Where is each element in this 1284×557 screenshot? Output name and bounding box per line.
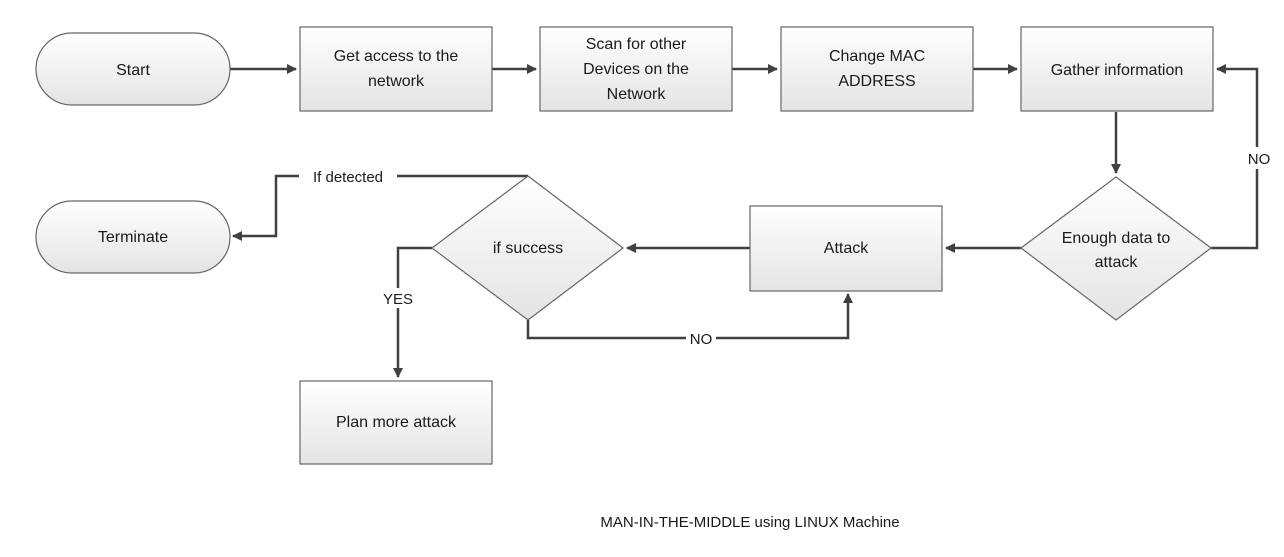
edge-labels: NO NO YES If detected — [299, 147, 1270, 348]
node-terminate-label: Terminate — [98, 229, 168, 246]
node-start: Start — [35, 32, 231, 106]
label-yes: YES — [383, 291, 413, 308]
node-scan: Scan for other Devices on the Network — [539, 26, 733, 112]
label-if-detected: If detected — [313, 169, 383, 186]
node-start-label: Start — [116, 62, 150, 79]
edge-success-yes — [393, 246, 432, 378]
node-change-mac-line-1: Change MAC — [829, 48, 925, 65]
node-enough-data-line-2: attack — [1095, 254, 1139, 271]
node-if-success-label: if success — [493, 240, 563, 257]
node-gather: Gather information — [1020, 26, 1214, 112]
node-get-access: Get access to the network — [299, 26, 493, 112]
label-no-gather: NO — [1248, 151, 1271, 168]
label-no-attack: NO — [690, 331, 713, 348]
edge-if-detected — [232, 174, 528, 241]
node-scan-line-2: Devices on the — [583, 61, 689, 78]
diagram-caption: MAN-IN-THE-MIDDLE using LINUX Machine — [600, 514, 899, 531]
node-change-mac: Change MAC ADDRESS — [780, 26, 974, 112]
node-scan-line-1: Scan for other — [586, 36, 687, 53]
node-if-success: if success — [431, 175, 624, 321]
node-change-mac-line-2: ADDRESS — [838, 73, 915, 90]
node-enough-data-line-1: Enough data to — [1062, 230, 1171, 247]
node-enough-data: Enough data to attack — [1020, 176, 1212, 321]
node-plan-more-label: Plan more attack — [336, 414, 457, 431]
node-get-access-line-1: Get access to the — [334, 48, 459, 65]
node-plan-more: Plan more attack — [299, 380, 493, 465]
node-attack: Attack — [749, 205, 943, 292]
node-terminate: Terminate — [35, 200, 231, 274]
node-scan-line-3: Network — [607, 86, 667, 103]
node-gather-label: Gather information — [1051, 62, 1184, 79]
node-get-access-line-2: network — [368, 73, 425, 90]
node-attack-label: Attack — [824, 240, 869, 257]
